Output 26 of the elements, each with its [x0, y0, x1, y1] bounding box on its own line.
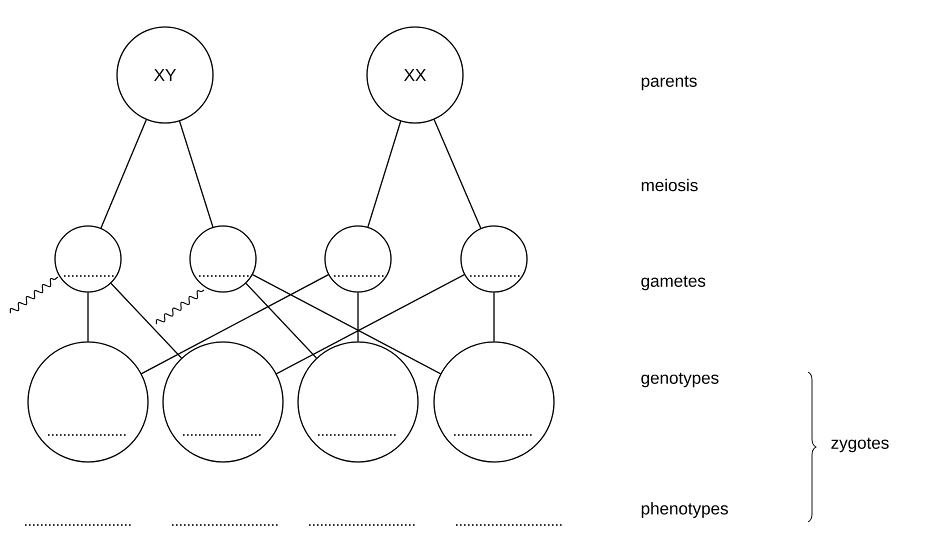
zygote-circle [433, 341, 555, 463]
connector-line [87, 292, 89, 342]
gamete-circle [189, 225, 257, 293]
zygote-circle [162, 341, 284, 463]
stage-label: gametes [641, 276, 706, 290]
stage-label: genotypes [641, 372, 718, 388]
connector-line [252, 274, 441, 374]
connector-line [367, 121, 402, 228]
connector-line [110, 283, 182, 358]
gamete-circle [460, 225, 528, 293]
zygote-circle [27, 341, 149, 463]
gamete-circle [54, 225, 122, 293]
connector-line [100, 120, 147, 228]
connector-line [434, 119, 482, 228]
stage-label: parents [642, 76, 697, 90]
connector-line [276, 274, 465, 374]
connector-line [179, 121, 214, 228]
stage-label: zygotes [831, 438, 889, 452]
connector-line [246, 283, 317, 358]
stage-label: phenotypes [642, 502, 728, 518]
zygote-circle [297, 341, 419, 463]
connector-line [357, 292, 359, 342]
gamete-circle [324, 225, 392, 293]
stage-label: meiosis [642, 178, 698, 192]
connector-line [493, 292, 495, 342]
connector-line [141, 274, 329, 374]
